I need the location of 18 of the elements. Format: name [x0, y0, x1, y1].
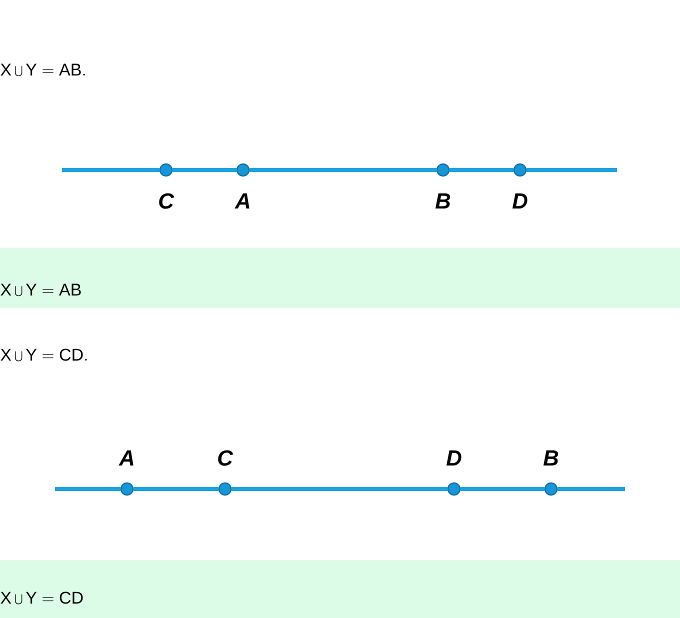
point-letter: D: [446, 450, 462, 466]
point-letter: A: [234, 193, 250, 209]
point-letter: C: [159, 193, 174, 209]
line-segment: [232, 486, 448, 491]
line-segment: [172, 168, 236, 172]
line-segment: [250, 168, 436, 172]
point-letter: B: [543, 450, 558, 466]
line-segment: [460, 486, 544, 491]
set-formula: $\mathrm{X}\bigcup\mathrm{Y}=\mathrm{CD}.$: [0, 348, 87, 362]
point-letter: D: [512, 193, 528, 209]
line-segment: [134, 486, 218, 491]
answer-band: $\mathrm{X}\bigcup\mathrm{Y}=\mathrm{AB}$: [0, 248, 680, 308]
answer-band: $\mathrm{X}\bigcup\mathrm{Y}=\mathrm{CD}$: [0, 560, 680, 618]
point-letter: A: [118, 450, 134, 466]
set-formula: $\mathrm{X}\bigcup\mathrm{Y}=\mathrm{AB}.$: [0, 64, 85, 76]
line-segment: [450, 168, 514, 172]
point-letter: B: [435, 193, 450, 209]
point-letter: C: [218, 450, 234, 466]
